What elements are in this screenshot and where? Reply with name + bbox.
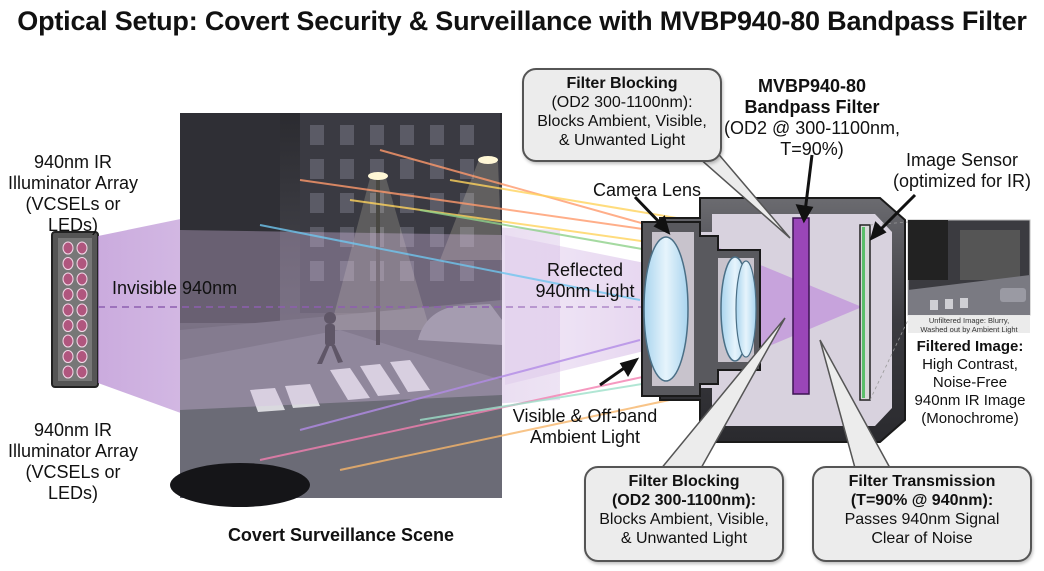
building-window bbox=[430, 125, 444, 145]
camera-body bbox=[641, 197, 906, 443]
filter-spec-label: (OD2 @ 300-1100nm, T=90%) bbox=[723, 118, 901, 159]
callout-filter-transmission: Filter Transmission (T=90% @ 940nm): Pas… bbox=[812, 466, 1032, 562]
page-title: Optical Setup: Covert Security & Surveil… bbox=[17, 6, 1027, 36]
building-window bbox=[400, 261, 414, 281]
led-emitter bbox=[76, 288, 88, 301]
filtered-image-heading: Filtered Image: bbox=[916, 338, 1024, 355]
building-window bbox=[310, 193, 324, 213]
callout-bottom-left-line1: (OD2 300-1100nm): bbox=[611, 492, 757, 509]
reflected-light-label: Reflected 940nm Light bbox=[535, 260, 635, 301]
unfiltered-image-thumbnail bbox=[907, 219, 1031, 333]
building-window bbox=[340, 159, 354, 179]
callout-bottom-right-body1: Passes 940nm Signal bbox=[844, 511, 1000, 528]
ambient-light-label: Visible & Off-band Ambient Light bbox=[512, 406, 658, 447]
led-emitter bbox=[76, 272, 88, 286]
building-window bbox=[400, 227, 414, 247]
led-grid bbox=[62, 241, 88, 379]
led-emitter bbox=[62, 241, 74, 255]
building-window bbox=[430, 193, 444, 213]
led-emitter bbox=[62, 334, 74, 348]
led-emitter bbox=[76, 365, 88, 379]
building-window bbox=[430, 159, 444, 179]
callout-top-line1: (OD2 300-1100nm): bbox=[551, 94, 693, 111]
ambient-light-ray bbox=[299, 339, 641, 431]
building-window bbox=[340, 193, 354, 213]
ambient-light-ray bbox=[259, 224, 641, 301]
building-window bbox=[430, 261, 444, 281]
camera-lens-pointer-arrow bbox=[633, 195, 665, 228]
scene-caption: Covert Surveillance Scene bbox=[227, 525, 455, 545]
callout-bottom-left-body: Blocks Ambient, Visible, & Unwanted Ligh… bbox=[599, 511, 769, 547]
callout-filter-blocking-top: Filter Blocking (OD2 300-1100nm): Blocks… bbox=[522, 68, 722, 162]
led-emitter bbox=[62, 319, 74, 332]
filter-pointer-arrow bbox=[803, 154, 814, 213]
sensor-pointer-arrow bbox=[875, 193, 917, 235]
led-emitter bbox=[76, 241, 88, 255]
building-window bbox=[310, 261, 324, 281]
callout-top-body: Blocks Ambient, Visible, & Unwanted Ligh… bbox=[537, 113, 707, 149]
beam-label: Invisible 940nm bbox=[112, 278, 238, 298]
callout-bottom-left-heading: Filter Blocking bbox=[628, 473, 740, 490]
illuminator-label-top: 940nm IR Illuminator Array (VCSELs or LE… bbox=[7, 152, 139, 235]
crosswalk bbox=[250, 360, 430, 412]
building-window bbox=[400, 159, 414, 179]
building-window bbox=[310, 159, 324, 179]
callout-top-heading: Filter Blocking bbox=[566, 75, 678, 92]
parked-car bbox=[418, 304, 502, 345]
illuminator-array bbox=[51, 231, 99, 388]
building-window bbox=[370, 125, 384, 145]
building-window bbox=[340, 125, 354, 145]
pedestrian-figure bbox=[317, 312, 343, 364]
filter-name-label: MVBP940-80 Bandpass Filter bbox=[744, 76, 880, 117]
front-lens-element bbox=[643, 236, 689, 382]
building-window bbox=[460, 125, 474, 145]
bandpass-filter-element bbox=[792, 217, 810, 395]
illuminator-label-bottom: 940nm IR Illuminator Array (VCSELs or LE… bbox=[7, 420, 139, 503]
building-window bbox=[310, 125, 324, 145]
camera-lens-label: Camera Lens bbox=[592, 180, 702, 200]
building-window bbox=[460, 227, 474, 247]
led-emitter bbox=[76, 303, 88, 317]
image-sensor-label: Image Sensor (optimized for IR) bbox=[892, 150, 1032, 191]
callout-bottom-right-heading: Filter Transmission bbox=[848, 473, 996, 490]
led-emitter bbox=[76, 350, 88, 363]
building-window bbox=[400, 125, 414, 145]
led-emitter bbox=[62, 350, 74, 363]
led-emitter bbox=[76, 334, 88, 348]
led-emitter bbox=[76, 257, 88, 270]
building-window bbox=[340, 261, 354, 281]
led-emitter bbox=[76, 319, 88, 332]
callout-bottom-right-line1: (T=90% @ 940nm): bbox=[850, 492, 994, 509]
callout-bottom-right-body2: Clear of Noise bbox=[871, 530, 973, 547]
led-emitter bbox=[62, 257, 74, 270]
led-emitter bbox=[62, 303, 74, 317]
surveillance-scene-image bbox=[170, 113, 502, 507]
led-emitter bbox=[62, 288, 74, 301]
building-window bbox=[430, 227, 444, 247]
callout-filter-blocking-bottom: Filter Blocking (OD2 300-1100nm): Blocks… bbox=[584, 466, 784, 562]
led-emitter bbox=[62, 272, 74, 286]
led-emitter bbox=[62, 365, 74, 379]
filtered-image-description: High Contrast, Noise-Free 940nm IR Image… bbox=[914, 356, 1026, 427]
unfiltered-image-caption: Unfiltered Image: Blurry, Washed out by … bbox=[920, 316, 1018, 334]
